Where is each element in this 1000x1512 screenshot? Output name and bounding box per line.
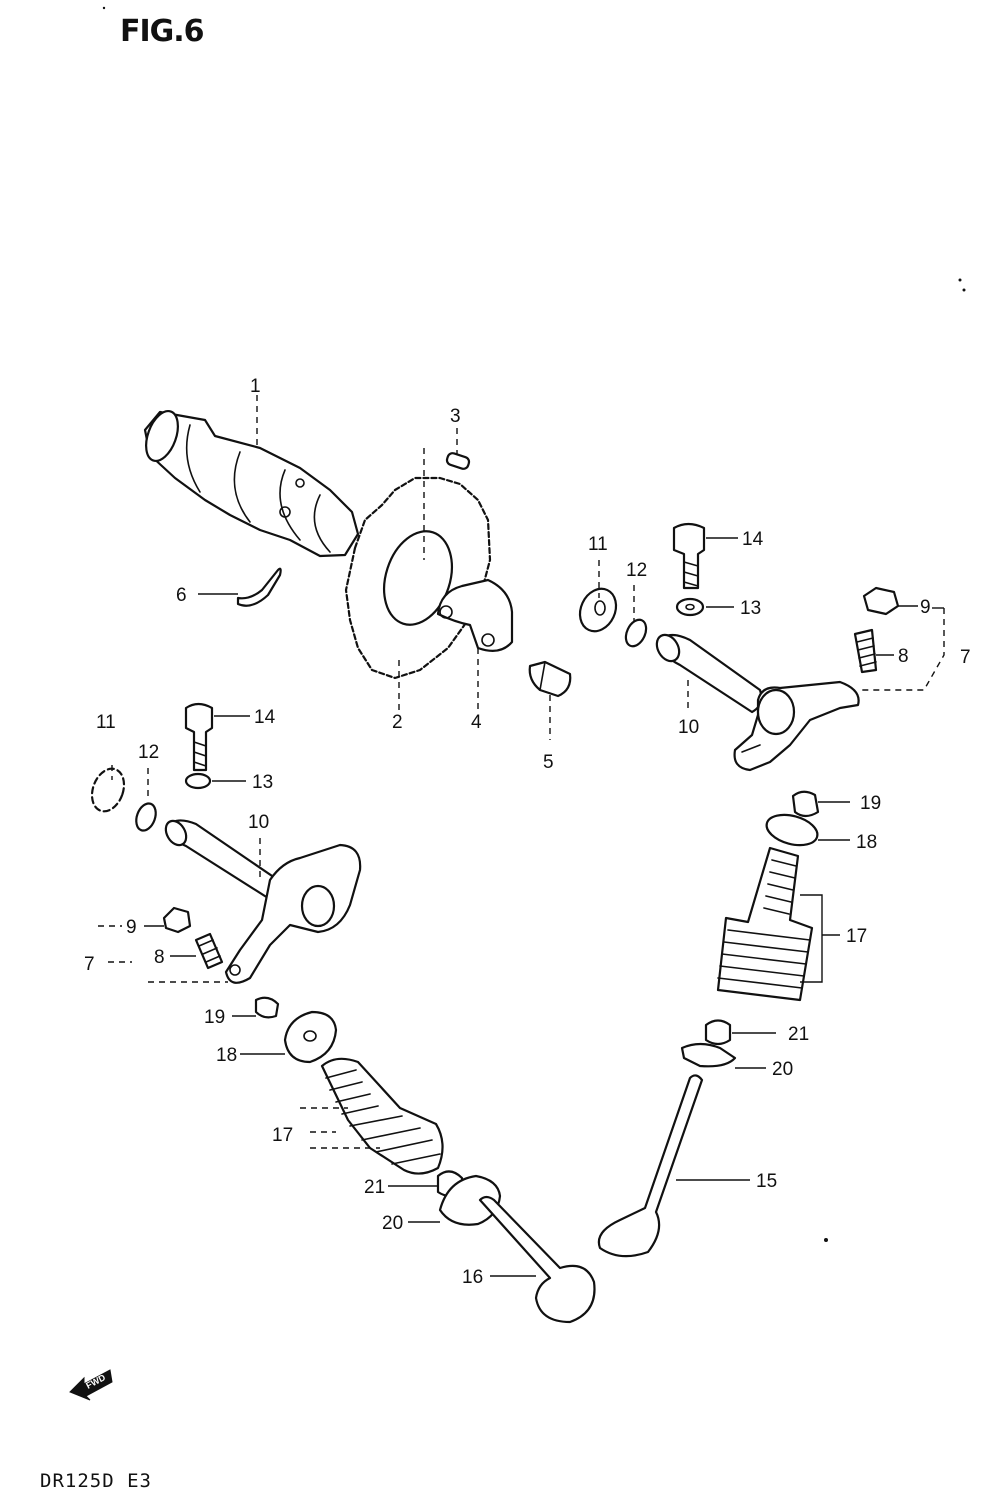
rocker-arm-left [224,843,362,984]
callout-1: 1 [250,376,261,397]
callout-11-left: 11 [96,712,116,733]
leader-lines [98,395,945,1277]
callout-numbers: 1 2 3 4 5 6 7 7 8 8 9 9 10 10 11 11 12 1… [84,376,971,1288]
valve-spring-left [320,1057,444,1175]
dowel-pin [445,452,471,470]
bolt-washer-left [184,772,212,790]
valve-spring-seat-left [438,1174,502,1226]
adjuster-nut-left [162,906,192,934]
callout-17-right: 17 [846,926,867,947]
washer-right [578,587,618,633]
callout-3: 3 [450,406,461,427]
washer-left [90,767,126,813]
callout-5: 5 [543,752,554,773]
callout-18-left: 18 [216,1045,237,1066]
callout-21-right: 21 [788,1024,809,1045]
camshaft [143,410,360,558]
rocker-arm-shaft-right [655,633,763,714]
callout-10-left: 10 [248,812,269,833]
callout-14-left: 14 [254,707,276,728]
callout-8-right: 8 [898,646,909,667]
callout-4: 4 [471,712,482,733]
valve-cotter-right [791,790,820,818]
callout-2: 2 [392,712,403,733]
o-ring-right [624,618,648,648]
valve-cotter-left [254,996,280,1019]
callout-17-left: 17 [272,1125,293,1146]
callout-13-right: 13 [740,598,761,619]
valve-spring-retainer-right [765,813,819,847]
callout-12-left: 12 [138,742,159,763]
valve-spring-right [716,846,814,1002]
callout-9-right: 9 [920,597,931,618]
figure-title: FIG.6 [120,14,205,49]
callout-11-right: 11 [588,534,608,555]
callout-7-left: 7 [84,954,95,975]
cam-sprocket [344,476,492,680]
callout-16: 16 [462,1267,483,1288]
valve-left [478,1195,596,1324]
scan-specks [102,6,966,1242]
callout-19-left: 19 [204,1007,225,1028]
callout-7-right: 7 [960,647,971,668]
clip [236,567,282,607]
callout-12-right: 12 [626,560,647,581]
cam-chain-guide [436,578,514,653]
valve-stem-seal-right [704,1019,732,1046]
forward-arrow-icon: FWD [69,1369,113,1401]
adjuster-nut-right [862,586,900,616]
bolt-washer-right [675,597,705,617]
callout-18-right: 18 [856,832,877,853]
callout-9-left: 9 [126,917,137,938]
rocker-arm-right [733,680,860,772]
callout-13-left: 13 [252,772,273,793]
valve-right [597,1074,704,1258]
callout-14-right: 14 [742,529,764,550]
valve-spring-seat-right [680,1042,737,1068]
rocker-shaft-bolt-right [672,522,706,590]
rocker-shaft-bolt-left [184,702,214,772]
bolt [528,660,572,698]
callout-15: 15 [756,1171,777,1192]
callout-6: 6 [176,585,187,606]
adjuster-screw-left [194,932,224,970]
o-ring-left [135,802,157,832]
callout-8-left: 8 [154,947,165,968]
callout-21-left: 21 [364,1177,385,1198]
adjuster-screw-right [853,628,878,674]
callout-20-right: 20 [772,1059,793,1080]
callout-20-left: 20 [382,1213,403,1234]
callout-10-right: 10 [678,717,699,738]
callout-19-right: 19 [860,793,881,814]
model-code: DR125D E3 [40,1470,152,1492]
valve-spring-retainer-left [283,1010,338,1064]
